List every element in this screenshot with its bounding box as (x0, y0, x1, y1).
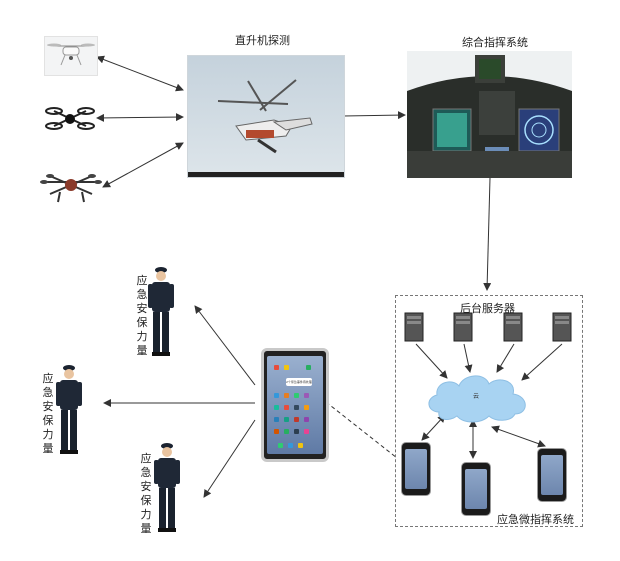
micro-command-title: 应急微指挥系统 (497, 511, 574, 527)
server-icon (453, 312, 473, 342)
phone-notification: 2个紧急事件待处理 (286, 378, 312, 386)
cloud-label: 云 (473, 391, 479, 400)
micro-phone-2 (461, 462, 491, 516)
command-title: 综合指挥系统 (462, 34, 528, 50)
arrow-phone-force-top (195, 306, 255, 385)
dashed-link-phone (326, 402, 397, 458)
arrow-phone-force-bottom (204, 420, 255, 497)
drone-photo-3 (40, 172, 102, 204)
force-left-label: 应急安保力量 (42, 372, 54, 456)
helicopter-photo (187, 55, 345, 178)
micro-phone-1 (401, 442, 431, 496)
officer-icon (146, 266, 176, 358)
drone-photo-2 (44, 104, 96, 134)
helicopter-title: 直升机探测 (235, 32, 290, 48)
force-bottom-label: 应急安保力量 (140, 452, 152, 536)
drone-icon (45, 37, 97, 75)
arrow-heli-command (343, 115, 405, 116)
central-phone: 2个紧急事件待处理 (261, 348, 329, 462)
arrow-drone3-heli (103, 143, 183, 187)
server-icon (552, 312, 572, 342)
arrow-drone1-heli (97, 57, 183, 90)
officer-icon (54, 364, 84, 456)
hexacopter-icon (40, 172, 102, 204)
quadcopter-icon (44, 104, 96, 134)
drone-photo-1 (44, 36, 98, 76)
server-icon (404, 312, 424, 342)
command-photo (407, 51, 572, 178)
helicopter-icon (188, 56, 344, 177)
arrow-drone2-heli (97, 117, 183, 118)
arrow-command-server (487, 178, 490, 290)
cockpit-icon (407, 51, 572, 178)
micro-phone-3 (537, 448, 567, 502)
officer-icon (152, 442, 182, 534)
server-icon (503, 312, 523, 342)
